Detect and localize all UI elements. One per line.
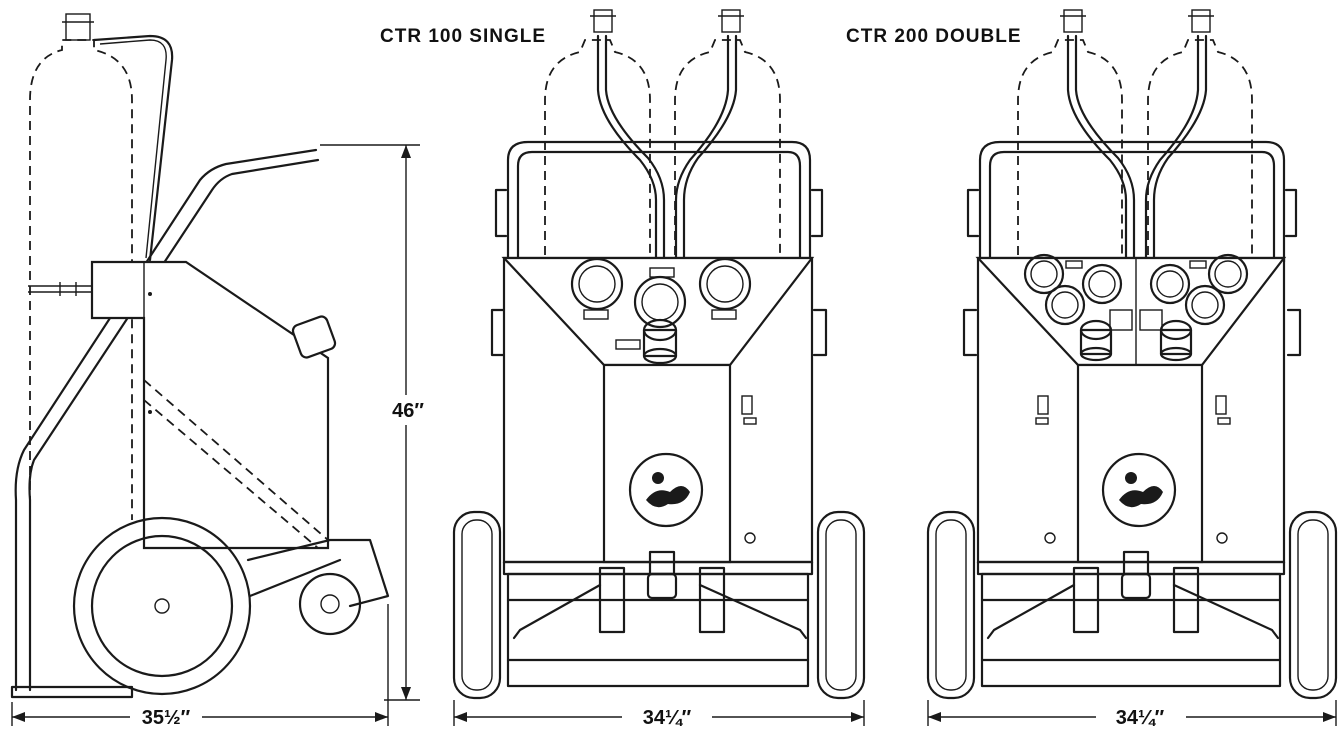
double-latch-icon bbox=[1035, 395, 1231, 544]
double-left-wheel bbox=[926, 510, 976, 700]
side-caster-wheel bbox=[298, 572, 362, 636]
double-model-title: CTR 200 DOUBLE bbox=[846, 26, 1022, 47]
double-regulator-right-icon bbox=[1159, 319, 1193, 362]
double-width-dimension-label: 34¼″ bbox=[1116, 707, 1165, 729]
single-width-dimension-label: 34¼″ bbox=[643, 707, 692, 729]
single-center-door bbox=[602, 363, 732, 564]
side-main-wheel bbox=[72, 516, 252, 696]
side-gauge-icon bbox=[291, 315, 337, 359]
double-brand-logo-icon bbox=[1101, 452, 1177, 528]
single-gauge-left bbox=[570, 257, 624, 311]
double-cylinder-valve-icon bbox=[1060, 9, 1214, 33]
double-right-cylinder bbox=[1147, 39, 1253, 255]
single-front-view: 34¼″ bbox=[452, 9, 866, 729]
single-left-wheel bbox=[452, 510, 502, 700]
double-center-valve-icon bbox=[1120, 550, 1152, 600]
side-gas-hose bbox=[92, 34, 174, 262]
side-cabinet bbox=[90, 260, 330, 550]
double-base-frame bbox=[980, 572, 1282, 688]
double-front-view: 34¼″ bbox=[926, 9, 1338, 729]
double-center-door bbox=[1076, 363, 1204, 564]
single-gauge-right bbox=[698, 257, 752, 311]
side-width-dimension-label: 35½″ bbox=[142, 707, 191, 729]
single-regulator-icon bbox=[642, 318, 678, 365]
height-dimension-label: 46″ bbox=[392, 400, 424, 422]
double-gas-hoses bbox=[1066, 34, 1208, 260]
single-latch-icon bbox=[741, 395, 757, 544]
double-right-wheel bbox=[1288, 510, 1338, 700]
double-regulator-left-icon bbox=[1079, 319, 1113, 362]
side-cylinder-valve-icon bbox=[62, 13, 94, 41]
single-center-valve-icon bbox=[646, 550, 678, 600]
double-gauge-l3 bbox=[1044, 284, 1086, 326]
single-handle bbox=[506, 140, 812, 264]
single-right-wheel bbox=[816, 510, 866, 700]
double-left-cylinder bbox=[1017, 39, 1123, 255]
side-view: 46″ 35½″ bbox=[10, 13, 424, 729]
single-gas-hoses bbox=[596, 34, 738, 260]
double-gauge-r1 bbox=[1149, 263, 1191, 305]
single-brand-logo-icon bbox=[628, 452, 704, 528]
single-cylinder-valve-icon bbox=[590, 9, 744, 33]
single-model-title: CTR 100 SINGLE bbox=[380, 26, 546, 47]
double-gauge-l1 bbox=[1023, 253, 1065, 295]
double-gauge-r2 bbox=[1207, 253, 1249, 295]
side-fitting-icon bbox=[28, 282, 92, 296]
single-base-frame bbox=[506, 572, 810, 688]
double-gauge-l2 bbox=[1081, 263, 1123, 305]
side-base-rail bbox=[10, 685, 134, 699]
double-gauge-r3 bbox=[1184, 284, 1226, 326]
double-handle bbox=[978, 140, 1286, 264]
